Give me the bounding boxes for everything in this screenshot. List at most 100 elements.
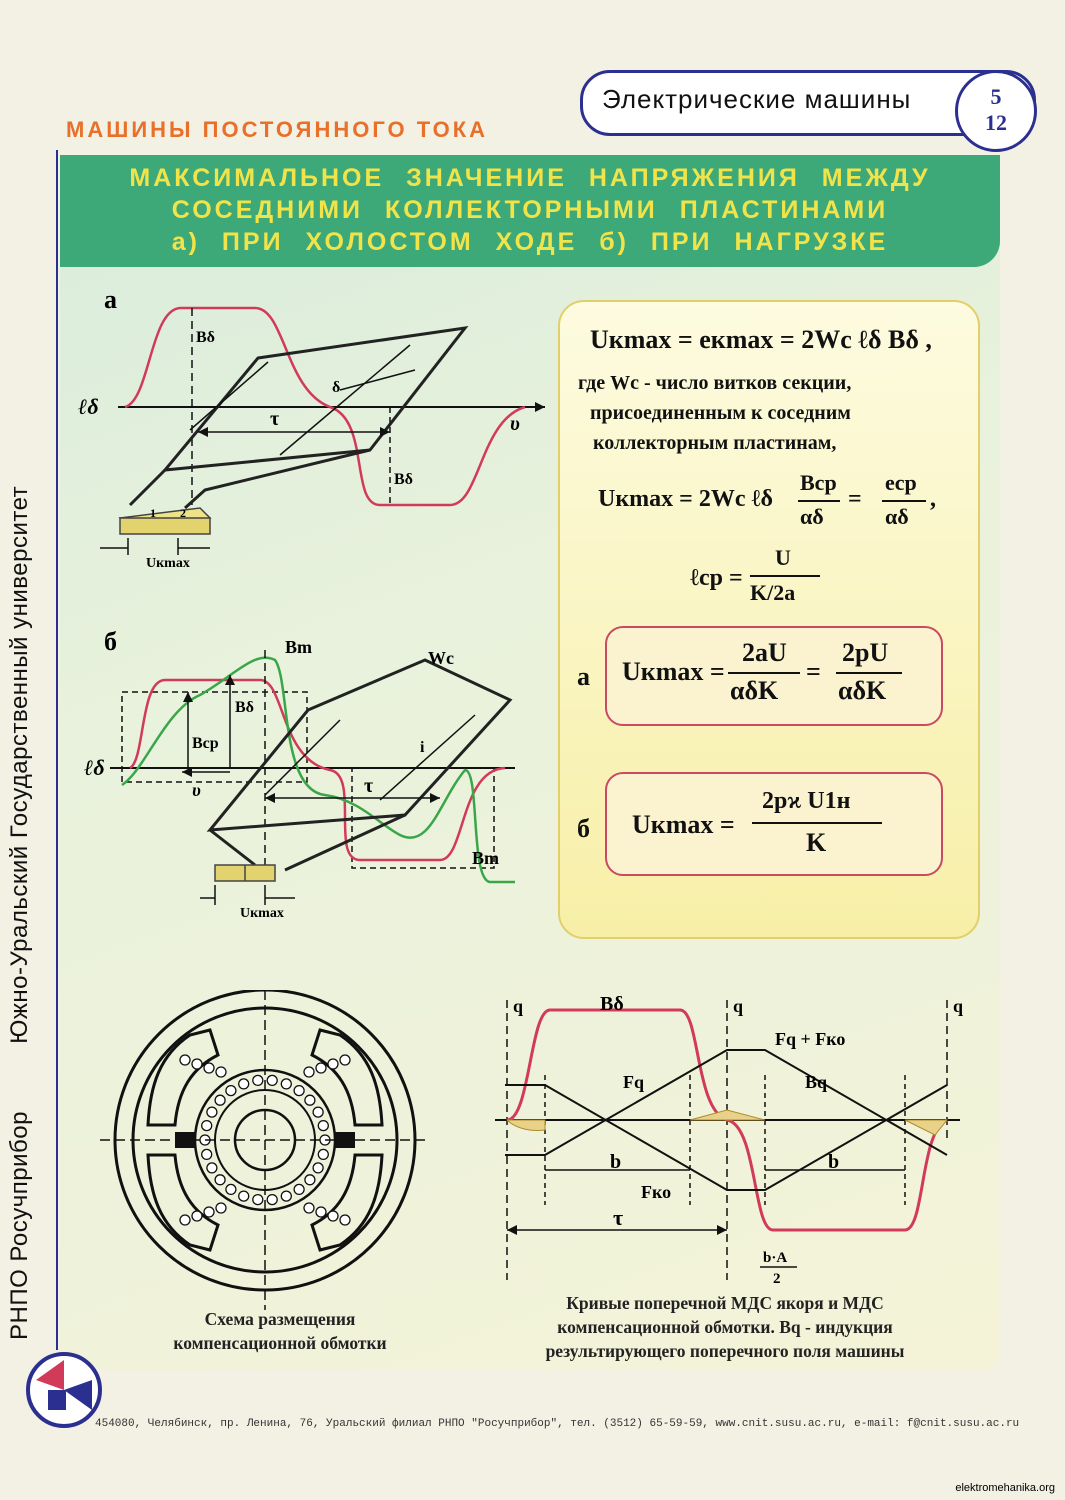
title-line-3: а) ПРИ ХОЛОСТОМ ХОДЕ б) ПРИ НАГРУЗКЕ — [171, 228, 889, 256]
induction-curve — [124, 306, 526, 507]
compensation-conductor — [203, 1062, 215, 1074]
plate-2-label: 2 — [180, 506, 186, 520]
compensation-scheme — [100, 990, 430, 1310]
footer-address: 454080, Челябинск, пр. Ленина, 76, Ураль… — [95, 1418, 1020, 1430]
label-u-kmax: Uкmax — [146, 556, 190, 571]
compensation-conductor — [179, 1214, 191, 1226]
curves-fq: Fq — [623, 1072, 644, 1092]
label-u-kmax-b: Uкmax — [240, 906, 284, 921]
conductor — [293, 1183, 305, 1196]
formula-3-num: U — [775, 545, 791, 570]
label-l-delta: ℓδ — [78, 394, 99, 419]
diagram-a: а Bδ Bδ ℓδ τ δ υ 1 2 Uкmax — [78, 285, 545, 571]
section-title: МАШИНЫ ПОСТОЯННОГО ТОКА — [66, 117, 489, 142]
label-tau: τ — [270, 408, 279, 430]
formula-a-num1: 2aU — [742, 638, 787, 667]
label-b-delta-b: Bδ — [235, 699, 254, 716]
conductor — [317, 1148, 329, 1161]
coil-outline-b — [206, 658, 513, 832]
compensation-conductor — [327, 1058, 339, 1070]
page-number-bottom: 12 — [985, 110, 1007, 135]
compensation-conductor — [203, 1206, 215, 1218]
curves-ba-num: b·A — [763, 1250, 787, 1266]
diagram-b-label: б — [104, 627, 117, 656]
diagram-a-label: а — [104, 285, 117, 314]
conductor — [214, 1094, 226, 1106]
curves-b-1: b — [610, 1151, 621, 1173]
curves-tau: τ — [613, 1205, 623, 1230]
compensation-conductor — [191, 1058, 203, 1070]
label-b-delta: Bδ — [196, 329, 215, 346]
side-caption: РНПО Росучприбор Южно-Уральский Государс… — [6, 340, 46, 1340]
conductor — [312, 1162, 324, 1174]
conductor — [293, 1084, 305, 1097]
formula-label-b: б — [577, 814, 590, 843]
formula-label-a: а — [577, 662, 590, 691]
formula-a-den2: αδK — [838, 676, 887, 705]
curves-fq-fko: Fq + Fко — [775, 1029, 845, 1049]
curves-caption-2: компенсационной обмотки. Bq - индукция — [557, 1317, 893, 1337]
label-v: υ — [510, 413, 520, 435]
page-number-top: 5 — [990, 84, 1002, 109]
curves-caption-3: результирующего поперечного поля машины — [545, 1341, 905, 1361]
induction-curve-green — [121, 656, 515, 884]
q-label-2: q — [733, 996, 743, 1016]
formula-where-1: где Wc - число витков секции, — [578, 372, 852, 394]
formula-2-left: Uкmax = 2Wc ℓδ — [598, 486, 773, 512]
label-l-delta-b: ℓδ — [84, 755, 105, 780]
conductor — [201, 1119, 213, 1132]
winding-conductors — [179, 1054, 351, 1226]
label-i: i — [420, 739, 425, 756]
compensation-conductor — [215, 1066, 227, 1078]
rnpo-logo — [26, 1352, 102, 1428]
conductor — [280, 1190, 292, 1202]
label-b-m: Bm — [285, 637, 312, 657]
side-org: РНПО Росучприбор — [6, 1111, 33, 1340]
compensation-conductor — [315, 1062, 327, 1074]
conductor — [280, 1078, 292, 1090]
formula-where-2: присоединенным к соседним — [590, 402, 851, 424]
formula-b-num: 2pϰ U1н — [762, 788, 851, 814]
curves-bq: Bq — [805, 1072, 827, 1092]
conductor — [304, 1094, 316, 1106]
conductor — [312, 1106, 324, 1118]
diagram-b: б Bm Wc Bδ Bср ℓδ υ τ i Bm Uкmax — [84, 627, 515, 921]
formula-b-den: K — [806, 828, 827, 857]
label-delta: δ — [332, 379, 340, 396]
induction-curve-red — [129, 678, 506, 862]
conductor — [252, 1074, 264, 1087]
compensation-conductor — [315, 1206, 327, 1218]
formula-b-left: Uкmax = — [632, 810, 735, 839]
curves-fko: Fко — [641, 1182, 671, 1202]
formula-2-den1: αδ — [800, 504, 824, 529]
curves-b-2: b — [828, 1151, 839, 1173]
formula-3-den: K/2a — [750, 580, 796, 605]
conductor — [304, 1174, 316, 1186]
label-b-cp: Bср — [192, 735, 219, 752]
compensation-conductor — [191, 1210, 203, 1222]
conductor — [266, 1074, 278, 1087]
conductor — [252, 1193, 264, 1206]
formula-a-den1: αδK — [730, 676, 779, 705]
subject-title: Электрические машины — [602, 84, 912, 114]
conductor — [238, 1078, 250, 1090]
compensation-conductor — [303, 1066, 315, 1078]
compensation-conductor — [303, 1202, 315, 1214]
curves-b-delta: Bδ — [600, 993, 624, 1015]
q-label-1: q — [513, 996, 523, 1016]
conductor — [201, 1148, 213, 1161]
compensation-conductor — [179, 1054, 191, 1066]
title-line-1: МАКСИМАЛЬНОЕ ЗНАЧЕНИЕ НАПРЯЖЕНИЯ МЕЖДУ — [129, 164, 931, 192]
formula-2-num2: eср — [885, 470, 917, 495]
left-divider-line — [56, 150, 58, 1350]
formula-1: Uкmax = eкmax = 2Wc ℓδ Bδ , — [590, 325, 932, 354]
page-badge — [955, 70, 1037, 152]
label-b-delta-2: Bδ — [394, 471, 413, 488]
compensation-conductor — [339, 1214, 351, 1226]
formula-box-a — [605, 626, 943, 726]
conductor — [238, 1190, 250, 1202]
formula-2-num1: Bср — [800, 470, 837, 495]
formula-a-left: Uкmax = — [622, 657, 725, 686]
formula-where-3: коллекторным пластинам, — [593, 432, 837, 454]
scheme-caption-1: Схема размещения — [204, 1309, 356, 1329]
